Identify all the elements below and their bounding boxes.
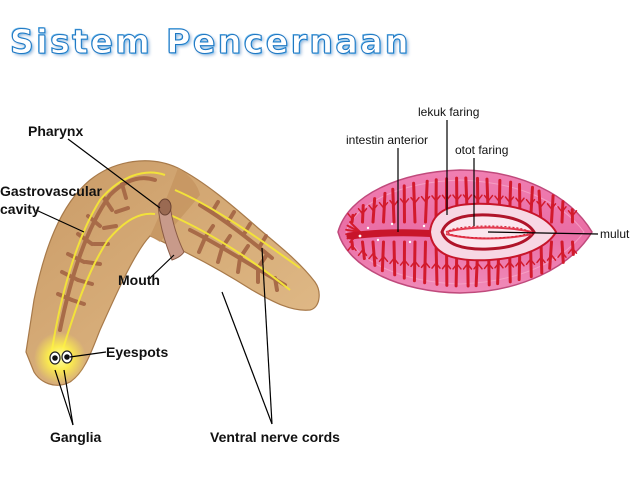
label-ganglia: Ganglia <box>50 429 102 445</box>
label-ventral-nerve-cords: Ventral nerve cords <box>210 429 340 445</box>
label-pharynx: Pharynx <box>28 123 83 139</box>
label-mulut: mulut <box>600 227 630 241</box>
label-cavity: cavity <box>0 201 40 217</box>
label-intestin-anterior: intestin anterior <box>346 133 428 147</box>
label-otot-faring: otot faring <box>455 143 508 157</box>
section-illustration <box>338 170 592 293</box>
label-gastrovascular: Gastrovascular <box>0 183 102 199</box>
label-eyespots: Eyespots <box>106 344 168 360</box>
label-mouth: Mouth <box>118 272 160 288</box>
label-lekuk-faring: lekuk faring <box>418 105 479 119</box>
